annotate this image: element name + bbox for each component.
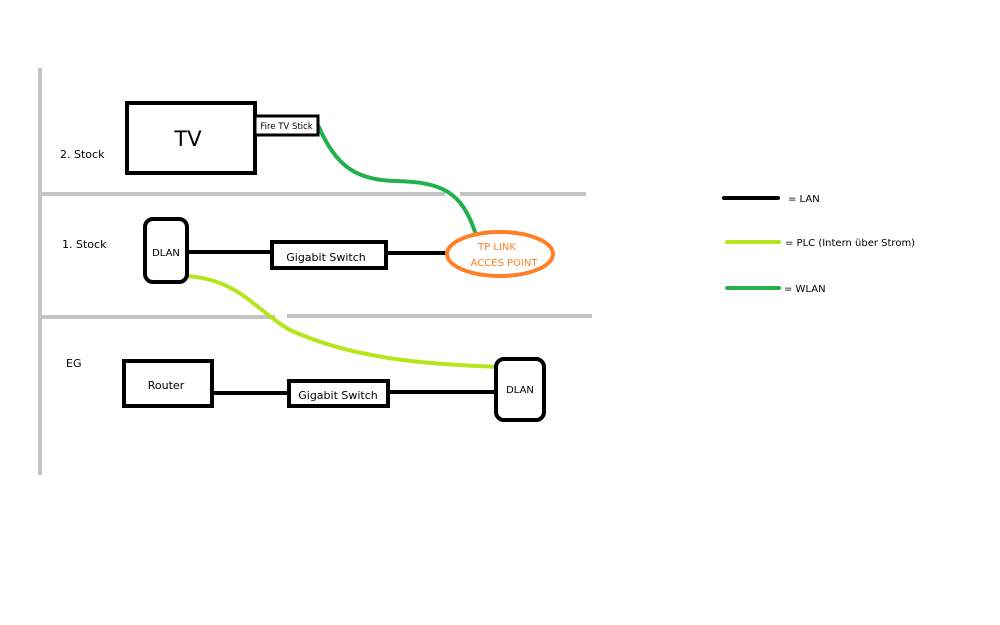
gigabit-switch-ground-floor-label: Gigabit Switch <box>298 389 378 402</box>
legend-plc-label: = PLC (Intern über Strom) <box>785 238 915 249</box>
dlan-first-floor-label: DLAN <box>152 248 180 259</box>
legend-wlan-label: = WLAN <box>784 284 826 295</box>
fire-tv-stick-box <box>253 114 320 137</box>
fire-tv-stick-label: Fire TV Stick <box>260 122 312 132</box>
access-point-label-1: TP LINK <box>477 242 516 253</box>
dlan-ground-floor <box>494 357 546 422</box>
lan-links <box>187 250 496 395</box>
router-box <box>122 359 214 408</box>
dlan-first-floor <box>143 217 189 284</box>
legend-lan-label: = LAN <box>788 194 820 205</box>
tv-box <box>125 101 257 175</box>
access-point-label-2: ACCES POINT <box>471 258 539 269</box>
plc-link <box>186 274 498 369</box>
building-walls <box>38 68 592 475</box>
gigabit-switch-first-floor-label: Gigabit Switch <box>286 251 366 264</box>
floor-label-eg: EG <box>66 357 81 370</box>
legend: = LAN = PLC (Intern über Strom) = WLAN <box>722 194 915 295</box>
floor-label-2: 2. Stock <box>60 148 105 161</box>
router-label: Router <box>148 379 185 392</box>
gigabit-switch-first-floor <box>270 240 388 270</box>
floor-label-1: 1. Stock <box>62 238 107 251</box>
tv-label: TV <box>173 127 202 151</box>
tp-link-access-point <box>445 230 555 278</box>
dlan-ground-floor-label: DLAN <box>506 385 534 396</box>
wlan-link <box>316 124 478 236</box>
gigabit-switch-ground-floor <box>287 379 390 408</box>
